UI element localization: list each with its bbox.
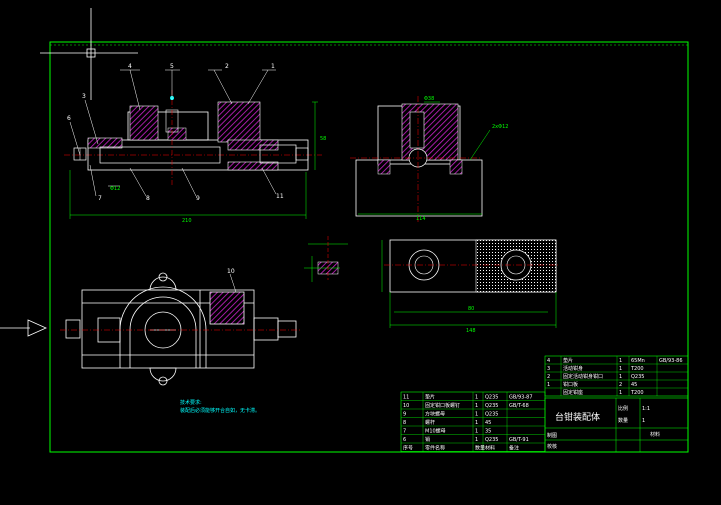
bom-upper-cell-name: 垫片 — [563, 357, 573, 364]
callout-4: 4 — [128, 63, 132, 70]
bom-lower-cell-name: M10螺母 — [425, 428, 446, 435]
bom-upper-cell-qty: 2 — [619, 382, 622, 388]
bom-lower-cell-qty: 1 — [475, 412, 478, 418]
bom-lower-cell-name: 垫片 — [425, 394, 435, 401]
callout-2: 2 — [225, 63, 229, 70]
title-block-qty-label: 数量 — [618, 417, 628, 424]
bom-upper-cell-no: 2 — [547, 374, 550, 380]
bom-upper-cell-mat: 45 — [631, 382, 637, 388]
top-view — [60, 272, 300, 386]
callout-7: 7 — [98, 195, 102, 202]
bom-lower-cell-qty: 1 — [475, 403, 478, 409]
title-block-mat-label: 材料 — [650, 431, 660, 438]
bom-lower-cell-qty: 数量 — [475, 445, 485, 452]
bottom-view: 80 148 — [381, 239, 560, 334]
title-block-drawn: 制图 — [547, 432, 557, 439]
callout-11: 11 — [276, 193, 284, 200]
bom-lower-cell-qty: 1 — [475, 437, 478, 443]
title-block-checked: 校核 — [547, 443, 557, 450]
bom-upper-cell-mat: T200 — [630, 390, 644, 396]
bom-lower-cell-qty: 1 — [475, 420, 478, 426]
bom-lower-cell-std: GB/T-68 — [509, 403, 529, 409]
callout-3: 3 — [82, 93, 86, 100]
crosshair-cursor — [40, 8, 138, 100]
bottom-80-dim: 80 — [468, 306, 474, 312]
callout-9: 9 — [196, 195, 200, 202]
movable-jaw-section — [129, 105, 159, 141]
front-width-dim: 210 — [182, 218, 192, 224]
front-height-dim: 58 — [320, 136, 326, 142]
bom-lower-cell-name: 方块螺母 — [425, 411, 445, 418]
bom-lower-cell-no: 10 — [403, 403, 409, 409]
bore-ann-dim: 2xΦ12 — [492, 124, 508, 130]
bom-lower-cell-mat: 材料 — [485, 445, 495, 452]
bottom-148-dim: 148 — [466, 328, 476, 334]
bom-lower-cell-no: 11 — [403, 395, 409, 401]
side-width-dim: 114 — [416, 216, 426, 222]
bom-lower-cell-qty: 1 — [475, 395, 478, 401]
bom-upper-cell-mat: Q235 — [631, 374, 644, 380]
bom-lower-cell-mat: Q235 — [485, 403, 498, 409]
bom-lower-cell-no: 序号 — [403, 445, 413, 452]
bom-lower-cell-qty: 1 — [475, 429, 478, 435]
bom-upper-cell-name: 固定钳座 — [563, 389, 583, 396]
bom-upper-cell-qty: 1 — [619, 366, 622, 372]
bom-lower-cell-mat: 35 — [485, 429, 491, 435]
bom-upper-cell-qty: 1 — [619, 390, 622, 396]
bom-lower-cell-mat: Q235 — [485, 437, 498, 443]
view-arrow-icon — [0, 319, 47, 337]
detail-view — [304, 236, 348, 282]
pin-dim: Φ12 — [110, 186, 120, 192]
callout-6: 6 — [67, 115, 71, 122]
tech-notes-title: 技术要求: — [180, 399, 202, 406]
bom-lower-cell-name: 销 — [425, 436, 430, 443]
bom-lower-cell-mat: Q235 — [485, 412, 498, 418]
bom-upper-cell-mat: 65Mn — [631, 358, 645, 364]
fixed-jaw-section — [217, 101, 261, 143]
bom-upper-cell-std: GB/93-86 — [659, 358, 683, 364]
drawing-border — [49, 41, 689, 453]
title-block-scale: 1:1 — [642, 406, 650, 412]
bom-lower-cell-std: GB/T-91 — [509, 437, 529, 443]
bom-lower-cell-name: 螺杆 — [425, 419, 435, 426]
side-section-view: 114 Φ38 2xΦ12 — [350, 96, 508, 222]
bom-lower-cell-name: 零件名称 — [425, 445, 445, 452]
callout-10: 10 — [227, 268, 235, 275]
callout-5: 5 — [170, 63, 174, 70]
bom-lower-cell-mat: 45 — [485, 420, 491, 426]
bom-lower-cell-std: GB/93-87 — [509, 395, 533, 401]
front-section-view: 4 5 2 1 3 6 7 8 9 11 210 Φ12 58 — [64, 63, 326, 224]
bom-lower-cell-name: 固定钳口板螺钉 — [425, 402, 460, 409]
bore-top-dim: Φ38 — [424, 96, 434, 102]
title-block: 台钳装配体 比例 1:1 数量 1 材料 制图 校核 — [544, 397, 689, 453]
bom-lower-cell-no: 6 — [403, 437, 406, 443]
bom-upper-cell-name: 钳口板 — [563, 381, 578, 388]
bom-upper-frame — [544, 355, 689, 397]
title-block-qty: 1 — [642, 418, 645, 424]
bom-upper-cell-no: 4 — [547, 358, 550, 364]
bom-lower-cell-mat: Q235 — [485, 395, 498, 401]
bom-upper-cell-name: 活动钳身 — [563, 365, 583, 372]
bom-lower-cell-std: 备注 — [509, 445, 519, 452]
bom-upper-cell-mat: T200 — [630, 366, 644, 372]
callout-8: 8 — [146, 195, 150, 202]
bom-upper-cell-no: 1 — [547, 382, 550, 388]
bom-upper-cell-no: 3 — [547, 366, 550, 372]
tech-notes-line: 装配后必须能够开合自如，无卡滞。 — [180, 407, 260, 414]
bom-lower-cell-no: 7 — [403, 429, 406, 435]
title-block-scale-label: 比例 — [618, 405, 628, 412]
bom-lower-cell-no: 8 — [403, 420, 406, 426]
bom-lower-cell-no: 9 — [403, 412, 406, 418]
bom-upper-cell-name: 固定活动钳身钳口 — [563, 373, 603, 380]
bom-upper-cell-qty: 1 — [619, 358, 622, 364]
bom-upper-cell-qty: 1 — [619, 374, 622, 380]
callout-1: 1 — [271, 63, 275, 70]
title-block-title: 台钳装配体 — [555, 411, 600, 423]
